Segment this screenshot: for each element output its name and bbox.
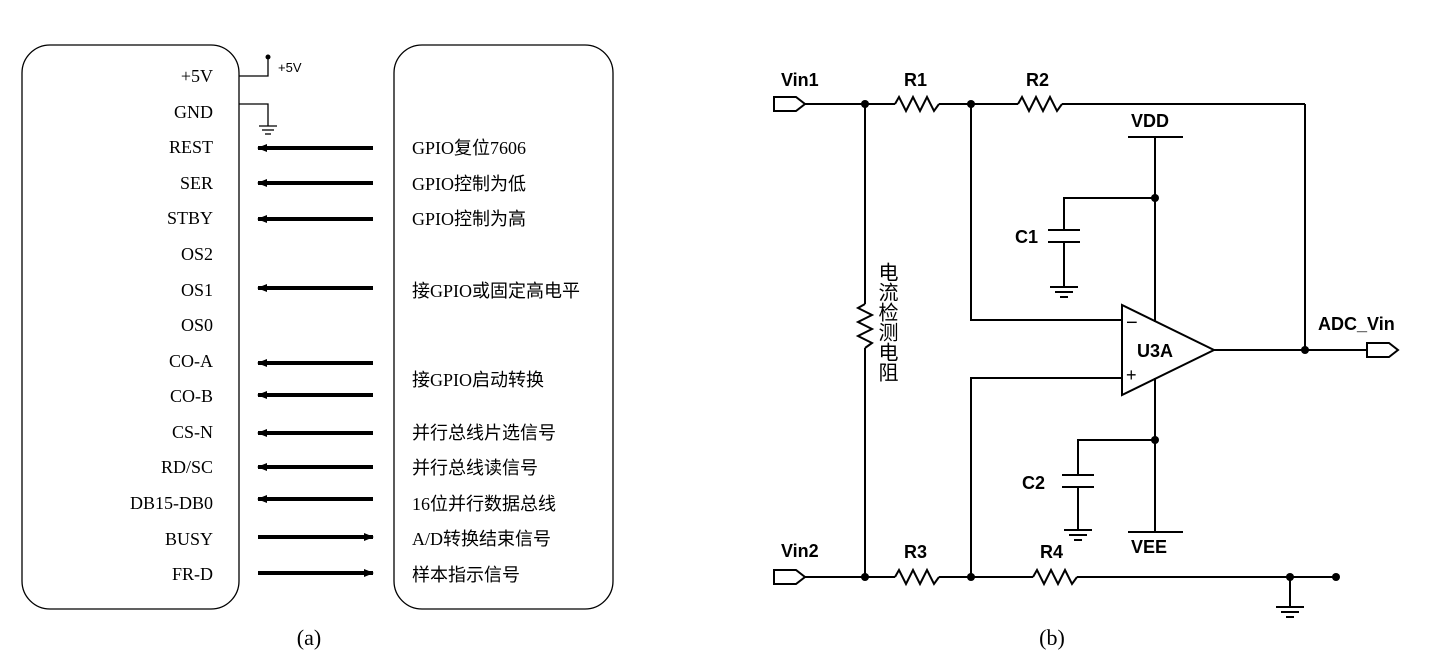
signal-desc: 样本指示信号 — [412, 565, 520, 585]
ground-icon — [1276, 577, 1304, 618]
vee-label: VEE — [1131, 537, 1167, 557]
r2-label: R2 — [1026, 70, 1049, 90]
signal-desc: GPIO控制为低 — [412, 174, 526, 194]
pin-label: RD/SC — [161, 457, 213, 477]
signal-desc: GPIO复位7606 — [412, 138, 526, 158]
caption-a: (a) — [297, 625, 321, 650]
signal-desc: GPIO控制为高 — [412, 209, 526, 229]
pin-label: SER — [180, 173, 213, 193]
signal-desc: 并行总线片选信号 — [412, 423, 556, 443]
vin1-connector-icon — [773, 96, 807, 112]
pin-label: REST — [169, 137, 213, 157]
op-amp-u3a-icon — [1121, 303, 1217, 397]
sense-resistor-label: 电流检测电阻 — [875, 262, 898, 382]
pin-label: GND — [174, 102, 213, 122]
signal-desc: 接GPIO启动转换 — [412, 370, 544, 390]
signal-desc: 并行总线读信号 — [412, 458, 538, 478]
ground-icon — [239, 103, 277, 135]
pin-label: CO-A — [169, 351, 213, 371]
output-label: ADC_Vin — [1318, 314, 1395, 334]
pin-label: OS2 — [181, 244, 213, 264]
opamp-plus-label: + — [1126, 365, 1137, 385]
r3-resistor-icon — [894, 567, 940, 587]
vdd-label: VDD — [1131, 111, 1169, 131]
pin-label: FR-D — [172, 564, 213, 584]
opamp-label: U3A — [1137, 341, 1173, 361]
sense-resistor-icon — [855, 303, 875, 349]
panel-a: +5V GND REST SER STBY OS2 OS1 OS0 CO-A C… — [21, 44, 614, 650]
pin-label: STBY — [167, 208, 213, 228]
junction-dots — [861, 100, 1340, 581]
r4-label: R4 — [1040, 542, 1063, 562]
vin1-label: Vin1 — [781, 70, 819, 90]
pin-labels: +5V GND REST SER STBY OS2 OS1 OS0 CO-A C… — [130, 66, 213, 584]
pin-label: CS-N — [172, 422, 213, 442]
caption-b: (b) — [1039, 625, 1065, 650]
pin-label: +5V — [181, 66, 213, 86]
output-connector-icon — [1366, 342, 1400, 358]
mcu-box — [393, 44, 614, 610]
pin-label: CO-B — [170, 386, 213, 406]
signal-desc: 16位并行数据总线 — [412, 494, 556, 514]
panel-b: Vin1 Vin2 R1 R2 R3 R4 电流检测电阻 − + U3A — [773, 70, 1400, 650]
r3-label: R3 — [904, 542, 927, 562]
signal-desc: 接GPIO或固定高电平 — [412, 281, 580, 301]
r1-resistor-icon — [894, 94, 940, 114]
r2-resistor-icon — [1017, 94, 1063, 114]
pin-label: OS1 — [181, 280, 213, 300]
r4-resistor-icon — [1032, 567, 1078, 587]
signal-descriptions: GPIO复位7606 GPIO控制为低 GPIO控制为高 接GPIO或固定高电平… — [412, 138, 580, 585]
signal-arrows — [257, 144, 374, 577]
vin2-label: Vin2 — [781, 541, 819, 561]
opamp-minus-label: − — [1126, 312, 1138, 334]
c2-label: C2 — [1022, 473, 1045, 493]
supply-label: +5V — [278, 60, 302, 75]
pin-label: BUSY — [165, 529, 213, 549]
pin-label: DB15-DB0 — [130, 493, 213, 513]
supply-5v: +5V — [239, 54, 302, 77]
signal-desc: A/D转换结束信号 — [412, 529, 551, 549]
ad7606-chip-box — [21, 44, 240, 610]
pin-label: OS0 — [181, 315, 213, 335]
vin2-connector-icon — [773, 569, 807, 585]
r1-label: R1 — [904, 70, 927, 90]
c1-label: C1 — [1015, 227, 1038, 247]
